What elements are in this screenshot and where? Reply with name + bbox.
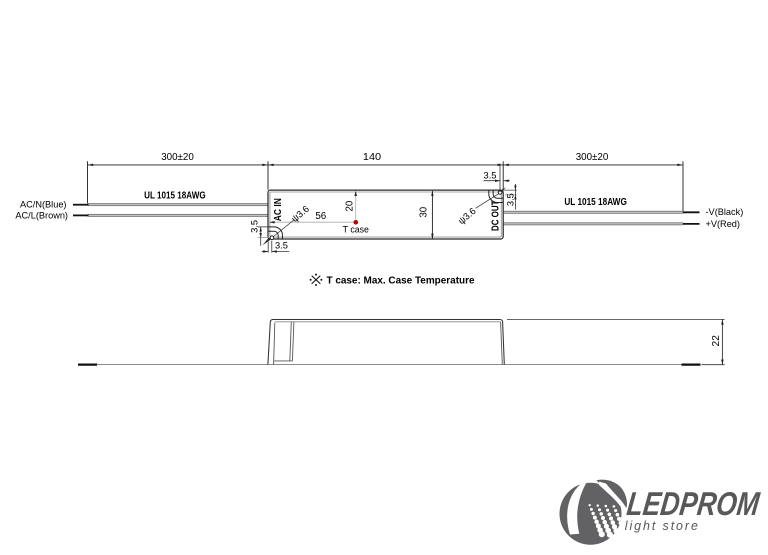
svg-text:56: 56 bbox=[315, 211, 326, 222]
svg-text:T case: Max. Case Temperature: T case: Max. Case Temperature bbox=[327, 276, 475, 287]
svg-text:300±20: 300±20 bbox=[161, 152, 194, 163]
svg-text:3.5: 3.5 bbox=[484, 170, 497, 180]
svg-text:3.5: 3.5 bbox=[275, 241, 288, 251]
svg-text:3.5: 3.5 bbox=[249, 220, 259, 233]
svg-text:UL 1015 18AWG: UL 1015 18AWG bbox=[144, 191, 206, 202]
svg-text:light store: light store bbox=[625, 518, 700, 533]
svg-text:140: 140 bbox=[363, 152, 382, 163]
svg-text:UL 1015 18AWG: UL 1015 18AWG bbox=[564, 197, 627, 208]
svg-text:3.5: 3.5 bbox=[505, 193, 515, 206]
svg-text:AC/L(Brown): AC/L(Brown) bbox=[15, 211, 68, 221]
svg-text:300±20: 300±20 bbox=[576, 152, 609, 163]
svg-text:LEDPROM: LEDPROM bbox=[625, 486, 763, 523]
svg-text:-V(Black): -V(Black) bbox=[706, 207, 744, 217]
svg-text:20: 20 bbox=[344, 200, 355, 211]
svg-text:T case: T case bbox=[343, 224, 369, 234]
svg-text:30: 30 bbox=[419, 206, 430, 217]
svg-text:22: 22 bbox=[711, 335, 722, 347]
svg-text:DC OUT: DC OUT bbox=[491, 200, 502, 231]
svg-text:AC IN: AC IN bbox=[273, 198, 284, 221]
svg-text:+V(Red): +V(Red) bbox=[706, 219, 740, 229]
svg-text:AC/N(Blue): AC/N(Blue) bbox=[20, 199, 66, 209]
